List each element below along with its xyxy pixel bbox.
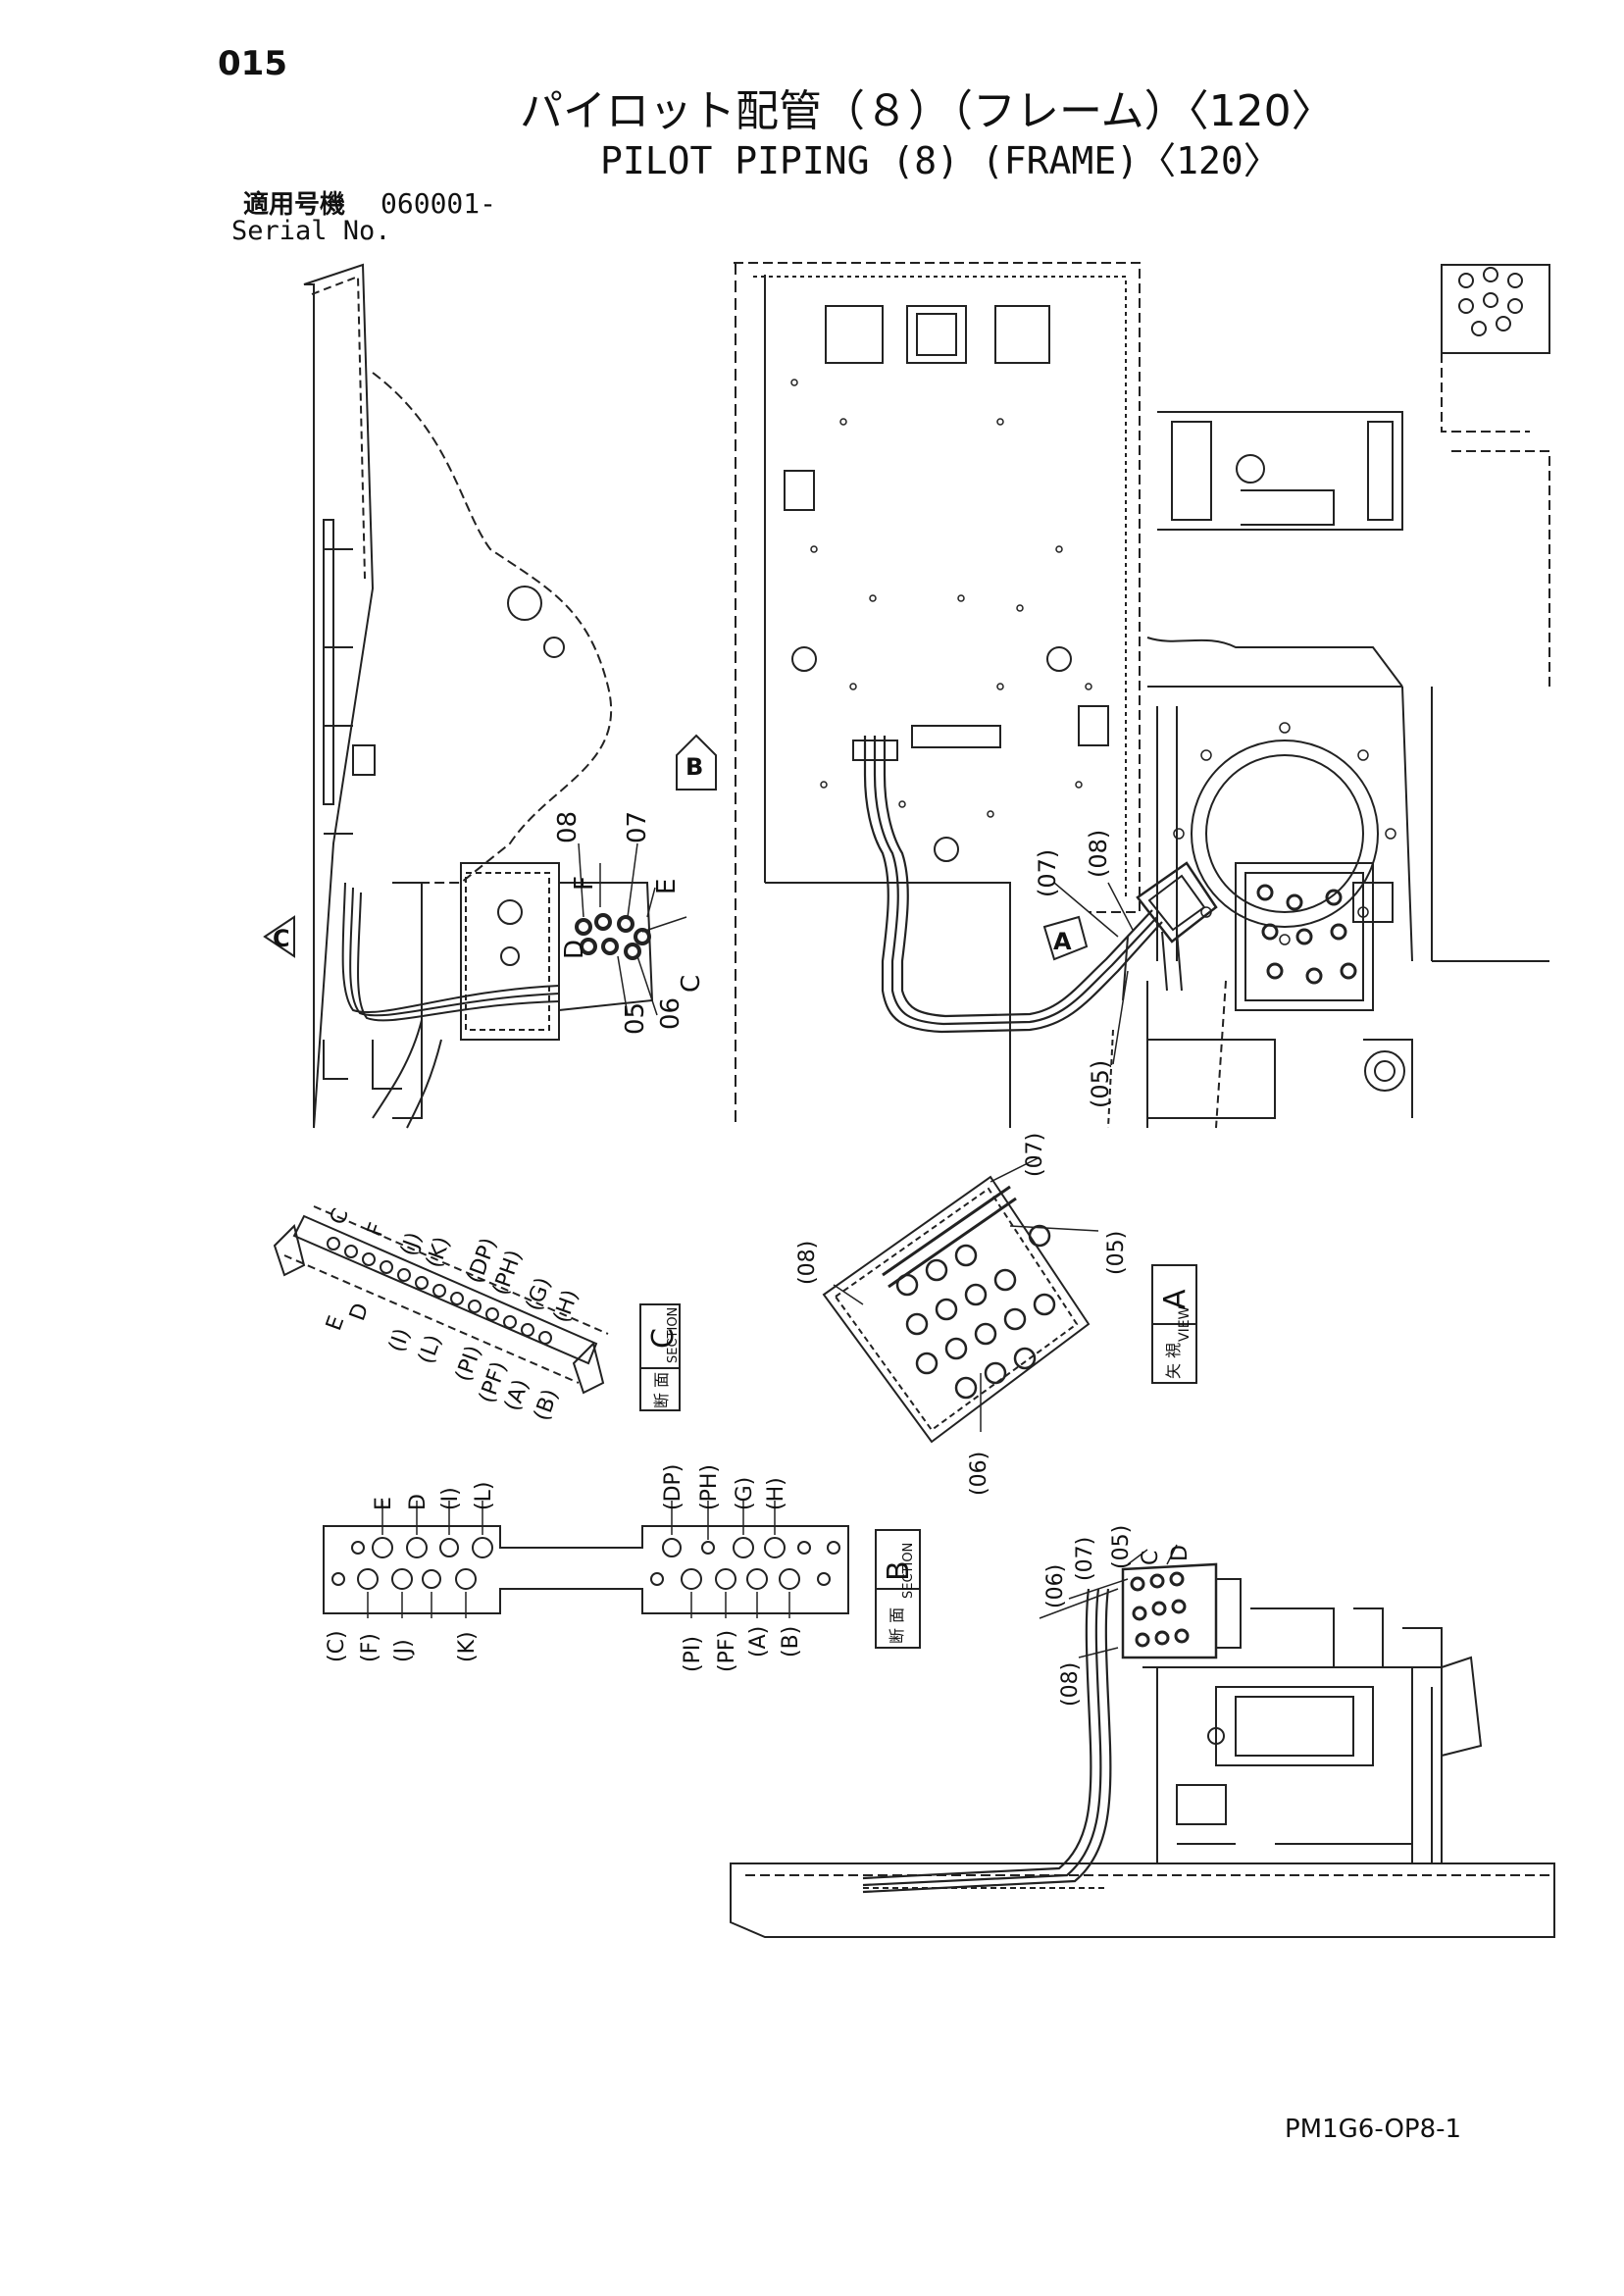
sb-label-c: (C) bbox=[325, 1630, 349, 1662]
sb-label-a: (A) bbox=[746, 1626, 771, 1658]
section-c-letter: C bbox=[646, 1328, 681, 1349]
section-b-top-labels: E D (I) (L) (DP) (PH) (G) (H) bbox=[372, 1464, 788, 1510]
main-right-callouts: (07) (08) (05) bbox=[1034, 830, 1114, 1108]
va-label-07: (07) bbox=[1023, 1133, 1047, 1177]
sc-label-l: (L) bbox=[414, 1332, 447, 1367]
callout-f: F bbox=[570, 876, 599, 891]
section-b-title-en: SECTION bbox=[901, 1543, 916, 1599]
title-japanese: パイロット配管（８）（フレーム）〈120〉 bbox=[520, 86, 1335, 136]
section-c-title-en: SECTION bbox=[666, 1307, 681, 1363]
main-leader-lines bbox=[578, 842, 1134, 1065]
sb-label-d: D bbox=[406, 1494, 431, 1510]
sd-label-05: (05) bbox=[1109, 1525, 1134, 1569]
section-b-bottom-labels: (C) (F) (J) (K) (PI) (PF) (A) (B) bbox=[325, 1626, 803, 1672]
left-frame-detail bbox=[303, 263, 654, 1129]
sb-label-i: (I) bbox=[438, 1487, 463, 1510]
view-a-drawing bbox=[822, 1156, 1197, 1444]
section-b-title: 断 面 SECTION B bbox=[882, 1543, 916, 1644]
va-label-06: (06) bbox=[967, 1452, 991, 1496]
sd-label-c: C bbox=[1139, 1551, 1163, 1565]
document-code: PM1G6-OP8-1 bbox=[1285, 2115, 1462, 2144]
sb-label-e: E bbox=[372, 1497, 396, 1510]
fitting-cluster bbox=[575, 913, 651, 960]
sb-label-k: (K) bbox=[455, 1631, 480, 1662]
sb-label-f: (F) bbox=[358, 1633, 382, 1662]
sb-label-j: (J) bbox=[391, 1639, 416, 1662]
view-marker-letters: B A C bbox=[273, 753, 1072, 955]
view-marker-c: C bbox=[273, 925, 290, 952]
callout-08-right: (08) bbox=[1085, 830, 1112, 878]
va-label-08: (08) bbox=[795, 1241, 820, 1285]
side-detail-labels: (06) (07) (05) C D (08) bbox=[1043, 1525, 1193, 1707]
section-c-title-jp: 断 面 bbox=[652, 1372, 671, 1408]
section-b-letter: B bbox=[882, 1560, 916, 1581]
view-a-title: 矢 視 VIEW A bbox=[1158, 1289, 1193, 1379]
section-b-drawing bbox=[323, 1501, 921, 1649]
serial-label-japanese: 適用号機 bbox=[243, 190, 346, 220]
section-c-drawing bbox=[273, 1205, 681, 1411]
callout-d: D bbox=[560, 940, 589, 959]
callout-06: 06 bbox=[656, 997, 685, 1030]
sb-label-g: (G) bbox=[733, 1477, 757, 1510]
callout-07: 07 bbox=[623, 811, 652, 843]
sb-label-pf: (PF) bbox=[715, 1630, 739, 1672]
side-detail-drawing bbox=[730, 1544, 1555, 1938]
sd-label-07: (07) bbox=[1073, 1537, 1097, 1581]
sc-label-j: (J) bbox=[396, 1229, 428, 1259]
sc-label-i: (I) bbox=[384, 1325, 416, 1355]
sc-label-d: D bbox=[345, 1301, 374, 1324]
callout-05-right: (05) bbox=[1087, 1060, 1114, 1108]
section-c-title: 断 面 SECTION C bbox=[646, 1307, 681, 1408]
callout-07-right: (07) bbox=[1034, 849, 1061, 897]
title-english: PILOT PIPING (8) (FRAME)〈120〉 bbox=[600, 139, 1281, 182]
sb-label-l: (L) bbox=[472, 1482, 496, 1510]
sb-label-dp: (DP) bbox=[661, 1464, 685, 1510]
page-number: 015 bbox=[218, 44, 287, 83]
view-a-title-jp: 矢 視 bbox=[1164, 1343, 1183, 1379]
sb-label-pi: (PI) bbox=[681, 1636, 705, 1672]
view-marker-b: B bbox=[685, 753, 703, 781]
view-markers bbox=[263, 734, 1089, 961]
section-b-title-jp: 断 面 bbox=[888, 1607, 906, 1644]
sc-label-f: F bbox=[363, 1220, 390, 1240]
sc-label-k: (K) bbox=[422, 1234, 455, 1271]
sd-label-08: (08) bbox=[1058, 1662, 1083, 1707]
callout-c: C bbox=[677, 975, 706, 993]
callout-08: 08 bbox=[553, 811, 583, 843]
view-a-letter: A bbox=[1158, 1289, 1193, 1309]
right-frame-detail bbox=[734, 262, 1550, 1129]
sd-label-d: D bbox=[1168, 1545, 1193, 1561]
sd-label-06: (06) bbox=[1043, 1564, 1068, 1608]
main-left-callouts: 08 07 F E C 06 05 D bbox=[553, 811, 706, 1035]
sb-label-b: (B) bbox=[779, 1626, 803, 1658]
section-c-labels: C F (J) (K) (DP) (PH) (G) (H) E D (I) (L… bbox=[322, 1205, 584, 1424]
sc-label-c: C bbox=[326, 1205, 354, 1228]
serial-number: 060001- bbox=[381, 187, 497, 220]
view-a-title-en: VIEW bbox=[1177, 1305, 1193, 1342]
callout-e: E bbox=[652, 879, 682, 894]
sb-label-h: (H) bbox=[764, 1477, 788, 1510]
view-marker-a: A bbox=[1053, 928, 1072, 955]
callout-05: 05 bbox=[621, 1002, 650, 1035]
view-a-labels: (07) (05) (08) (06) bbox=[795, 1133, 1129, 1496]
serial-label-english: Serial No. bbox=[231, 216, 391, 246]
sb-label-ph: (PH) bbox=[697, 1464, 722, 1510]
sc-label-b: (B) bbox=[530, 1386, 564, 1424]
va-label-05: (05) bbox=[1104, 1231, 1129, 1275]
